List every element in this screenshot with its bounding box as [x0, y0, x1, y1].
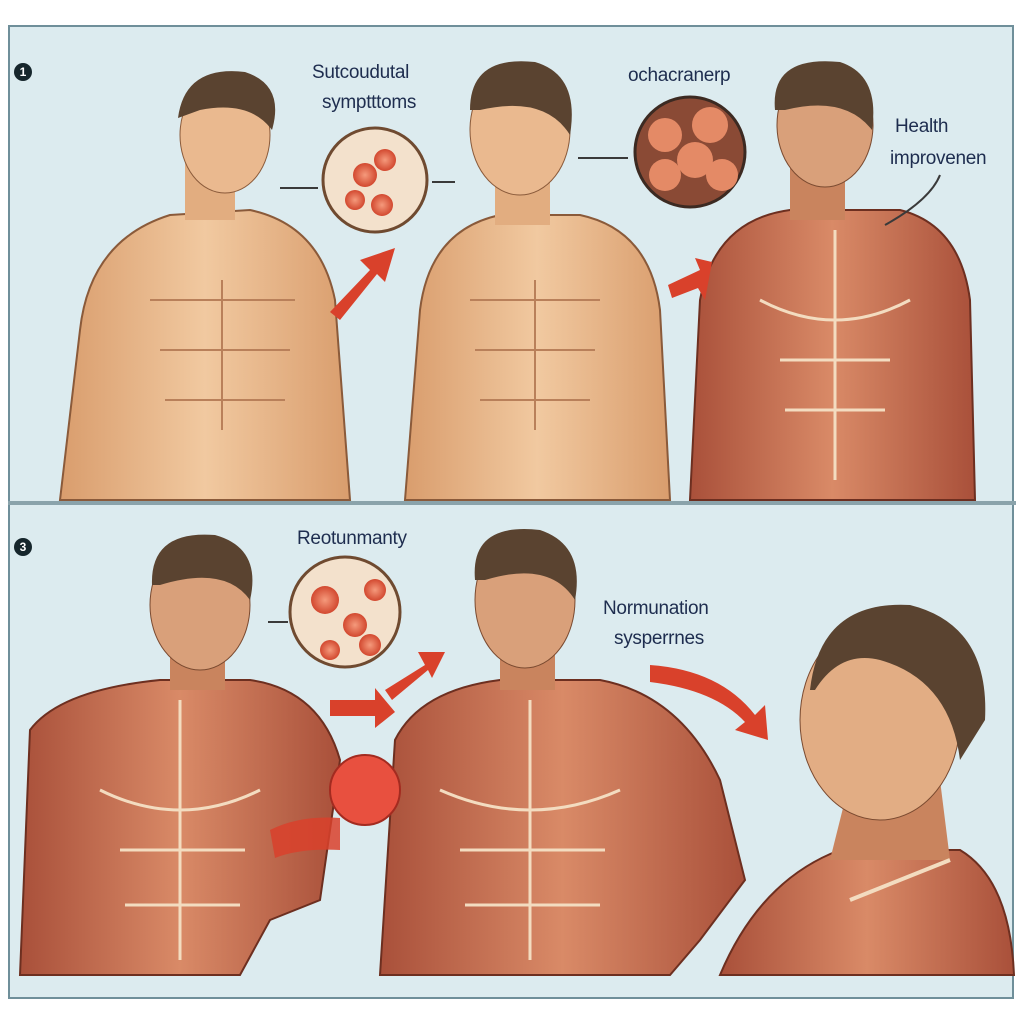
arrow-bottom-3	[650, 665, 768, 740]
panel-number-3: 3	[14, 538, 32, 556]
arrow-bottom-4	[270, 817, 340, 858]
figure-3-top-muscular	[688, 61, 977, 501]
arrow-top-1	[330, 248, 395, 320]
panel-number-1: 1	[14, 63, 32, 81]
label-normunation-line1: Normunation	[603, 598, 709, 619]
label-symptoms-line1: Sutcoudutal	[312, 62, 410, 83]
figure-1-top	[58, 71, 352, 501]
zoom-circle-cells-1	[321, 126, 429, 234]
tissue-blob-bottom	[329, 754, 401, 826]
panel-divider	[8, 501, 1016, 505]
figure-2-top	[403, 61, 672, 501]
label-symptoms-line2: symptttoms	[322, 92, 417, 113]
label-health-line1: Health	[895, 116, 949, 137]
figure-3-bottom-profile	[718, 604, 1016, 976]
arrow-bottom-1	[330, 688, 395, 728]
label-normunation-line2: sysperrnes	[614, 628, 704, 649]
label-top-bottom-panel: Reotunmanty	[297, 528, 407, 549]
pointer-lines-top	[280, 157, 941, 226]
arrow-top-2	[668, 258, 712, 300]
figure-2-bottom-muscular	[378, 529, 747, 976]
label-health-line2: improvenen	[890, 148, 987, 169]
zoom-circle-cells-3	[288, 555, 402, 669]
figure-1-bottom-muscular	[18, 534, 342, 976]
zoom-circle-tissue-2	[633, 95, 747, 209]
arrow-bottom-2	[385, 652, 445, 700]
label-middle: ochacranerp	[628, 65, 731, 86]
